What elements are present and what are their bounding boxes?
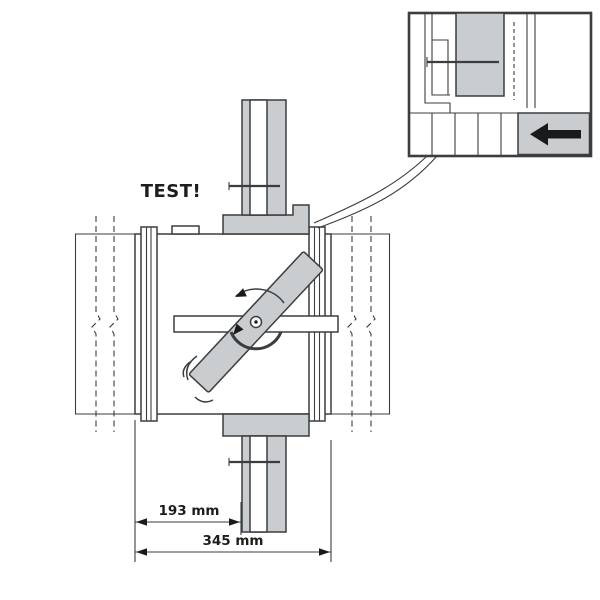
flange-clamp-left: [140, 226, 158, 422]
dimension-annotations: 193 mm 345 mm: [134, 420, 332, 562]
actuator-top-bracket: [222, 204, 310, 235]
damper-blade-assembly: [173, 251, 339, 393]
actuator-top: [222, 99, 310, 235]
rotation-arrow-icon: [229, 288, 285, 351]
side-duct-right: [331, 216, 391, 432]
test-label: TEST!: [141, 181, 202, 202]
dimension-label-inner: 193 mm: [158, 503, 219, 519]
inset-blade-edge: [455, 12, 505, 97]
flow-direction-arrow-icon: [530, 123, 581, 146]
dimension-label-outer: 345 mm: [202, 533, 263, 549]
magnifier-leader-lines: [313, 155, 438, 229]
actuator-bottom-bracket: [222, 413, 310, 437]
side-duct-left: [74, 216, 135, 432]
actuator-bottom: [222, 413, 310, 533]
inset-detail-view: [407, 11, 593, 158]
vibration-marks-icon: [182, 355, 214, 403]
body-top-tab: [171, 225, 200, 235]
